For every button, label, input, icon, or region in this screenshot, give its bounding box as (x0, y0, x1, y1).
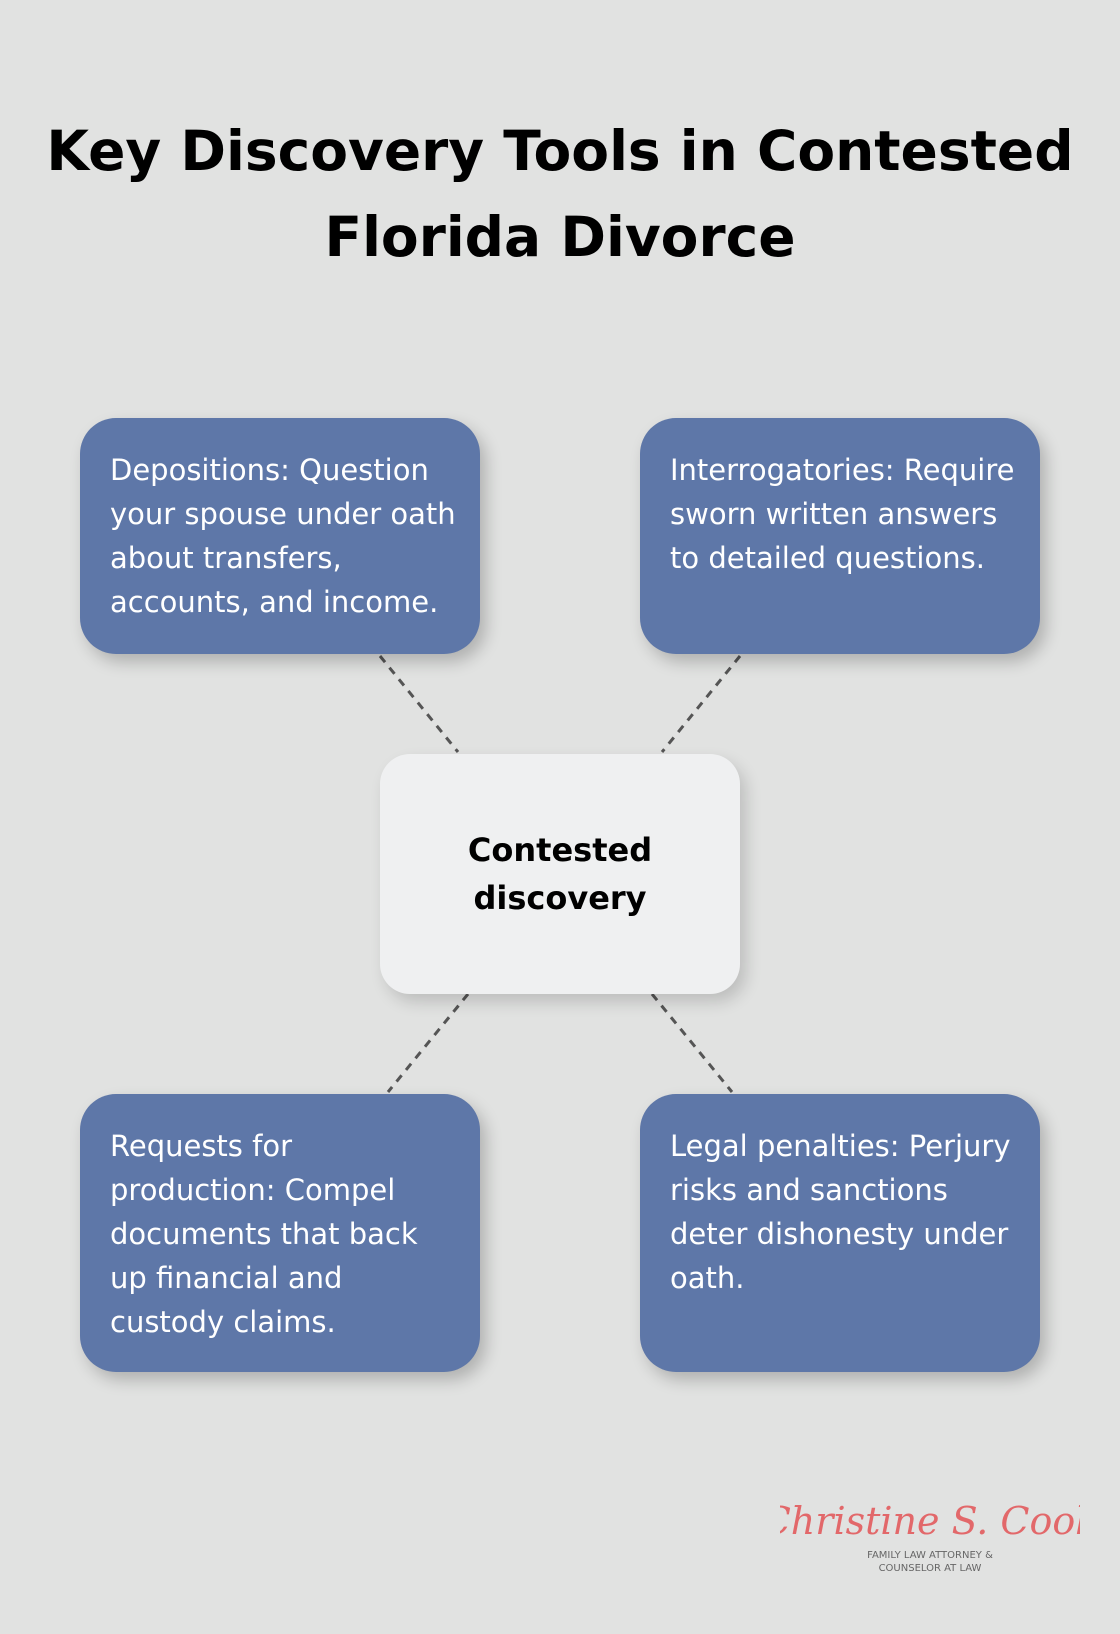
card-requests-for-production: Requests for production: Compel document… (80, 1094, 480, 1372)
logo-tagline-2: COUNSELOR AT LAW (879, 1563, 982, 1574)
connector-top-left (378, 655, 460, 753)
page-title: Key Discovery Tools in Contested Florida… (46, 119, 1074, 269)
connector-bottom-left (386, 993, 470, 1093)
center-label: Contested discovery (467, 831, 653, 917)
connector-top-right (660, 655, 742, 753)
connector-bottom-right (650, 993, 734, 1093)
card-legal-penalties: Legal penalties: Perjury risks and sanct… (640, 1094, 1040, 1372)
logo-tagline-1: FAMILY LAW ATTORNEY & (867, 1550, 993, 1561)
logo-name: Christine S. Cook (780, 1499, 1080, 1543)
center-node: Contested discovery (380, 754, 740, 994)
card-depositions: Depositions: Question your spouse under … (80, 418, 480, 654)
card-interrogatories: Interrogatories: Require sworn written a… (640, 418, 1040, 654)
logo: Christine S. Cook FAMILY LAW ATTORNEY & … (780, 1499, 1080, 1574)
